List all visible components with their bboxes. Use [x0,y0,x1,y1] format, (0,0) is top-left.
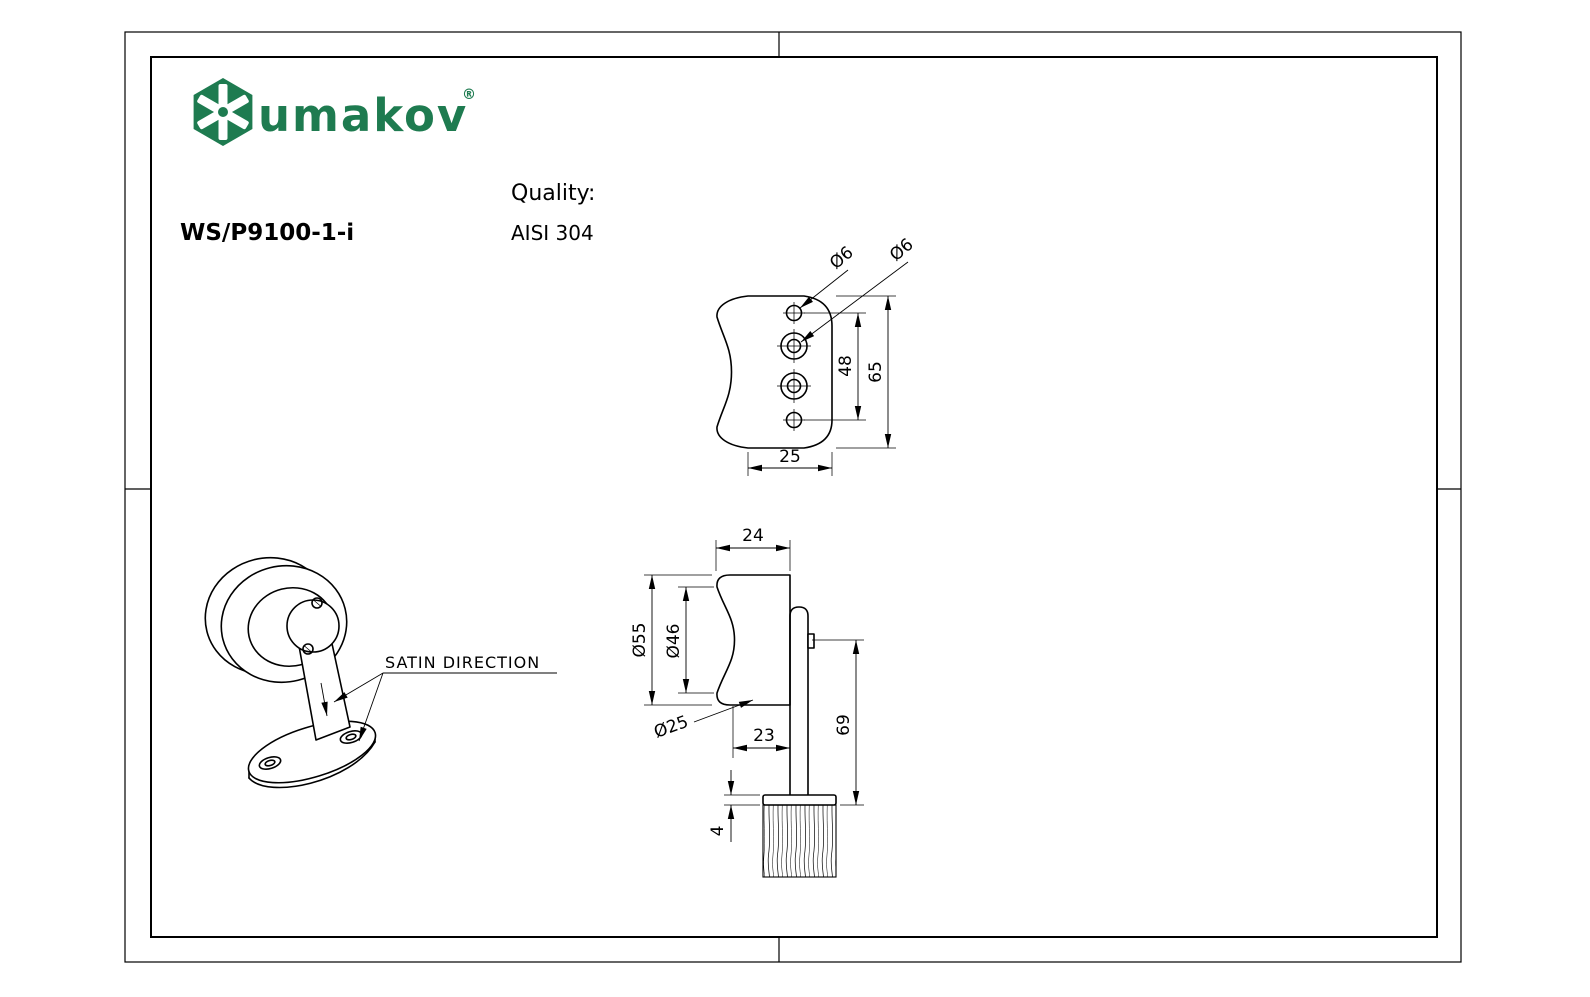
axle-stub [807,633,815,649]
dim-groove-diameter-46: Ø46 [664,586,714,694]
dim-label: Ø6 [826,243,857,274]
brand-logo: umakov ® [193,78,476,146]
dim-label: Ø46 [664,623,684,658]
dim-hole-span-48: 48 [804,312,866,421]
dim-roller-diameter-25: Ø25 [651,699,754,743]
frame-inner [150,56,1438,938]
front-view-outline [716,295,833,449]
quality-value: AISI 304 [511,221,594,245]
dim-label: 48 [836,355,856,377]
base-screw-hole-inner [264,759,276,767]
side-view: 24 Ø55 Ø46 Ø25 23 [630,526,864,878]
registered-mark: ® [462,87,476,103]
leader-line [799,269,849,309]
dim-hole-small: Ø6 [799,243,857,309]
base-bottom-edge [248,741,376,789]
dim-label: Ø6 [886,235,917,266]
dim-label: Ø55 [630,622,650,657]
callout-leader [358,672,384,742]
front-hole-bottom-small [783,409,805,431]
dim-label: 24 [742,526,764,546]
front-hole-top-small [783,302,805,324]
base-plate-iso [247,720,377,789]
dim-height-65: 65 [836,295,896,449]
part-number: WS/P9100-1-i [180,220,354,246]
dim-hole-large: Ø6 [800,235,917,343]
satin-direction-arrow [320,682,328,717]
isometric-view: SATIN DIRECTION [204,556,557,789]
roller-outline [716,574,791,706]
front-view: Ø6 Ø6 48 65 25 [716,235,917,476]
sheet-frame [124,31,1462,963]
brand-name: umakov [258,89,468,142]
dim-label: Ø25 [651,712,691,743]
quality-label: Quality: [511,181,595,206]
dim-roller-width-24: 24 [715,526,791,571]
callout-leader [333,672,384,703]
logo-star-center [218,107,228,117]
frame-outer [124,31,1462,963]
bracket-arm [789,606,809,796]
base-screw-hole-inner [345,733,357,741]
dim-axis-height-69: 69 [812,639,864,806]
dim-label: 25 [779,447,801,467]
dim-label: 65 [866,361,886,383]
dim-label: 4 [708,826,728,837]
hub-screw [311,597,323,609]
leader-line [693,699,754,723]
front-hole-upper-large [777,329,811,363]
dim-label: 69 [834,714,854,736]
leader-line [800,261,909,343]
wood-post [762,804,837,878]
hub-screw [302,643,314,655]
dim-label: 23 [753,726,775,746]
dim-width-25: 25 [747,447,833,476]
hub-disc [286,599,340,653]
dim-flange-diameter-55: Ø55 [630,574,712,706]
front-hole-lower-large [777,369,811,403]
base-plate [762,794,837,806]
dim-offset-23: 23 [732,706,790,758]
dim-plate-thickness-4: 4 [708,770,760,842]
logo-star-icon [197,84,249,140]
satin-direction-label: SATIN DIRECTION [385,653,540,672]
satin-direction-callout: SATIN DIRECTION [333,653,557,742]
